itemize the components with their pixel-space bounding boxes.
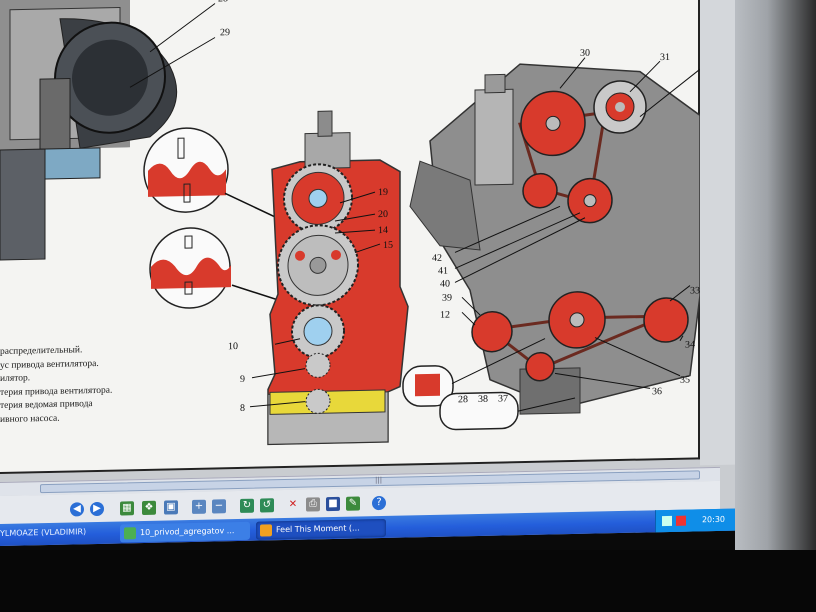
- callout-10: 10: [228, 341, 238, 352]
- callout-28-top: 28: [218, 0, 228, 4]
- gear-train-diagram: 19 20 14 15 10 9 8: [228, 110, 409, 446]
- rotate-counterclockwise-icon[interactable]: ↺: [260, 498, 274, 513]
- image-icon: [124, 527, 136, 540]
- callout-35: 35: [680, 375, 690, 386]
- save-icon[interactable]: ■: [326, 496, 340, 512]
- callout-9: 9: [240, 374, 245, 385]
- taskbar-button-label: Feel This Moment (...: [276, 523, 360, 535]
- callout-40: 40: [440, 279, 450, 290]
- taskbar-button-image-viewer[interactable]: 10_privod_agregatov ...: [120, 521, 250, 543]
- monitor-bezel-right: [735, 0, 816, 612]
- document-page: 28 29: [0, 0, 700, 474]
- callout-14: 14: [378, 225, 388, 236]
- volume-icon[interactable]: [676, 515, 686, 526]
- parts-legend: распределительный. ус привода вентилятор…: [0, 344, 112, 428]
- partial-engine-drawing: 28 29: [0, 0, 230, 261]
- taskbar-button-label: 10_privod_agregatov ...: [140, 526, 235, 538]
- monitor-bezel-bottom: [0, 550, 816, 612]
- grip-icon: |||: [375, 475, 383, 485]
- system-tray: 20:30: [655, 508, 745, 535]
- callout-29: 29: [220, 27, 230, 38]
- callout-37: 37: [498, 393, 508, 404]
- callout-19: 19: [378, 187, 388, 198]
- network-icon[interactable]: [662, 515, 672, 527]
- media-player-icon: [260, 524, 272, 537]
- rotate-clockwise-icon[interactable]: ↻: [240, 498, 254, 513]
- callout-41: 41: [438, 266, 448, 277]
- callout-39: 39: [442, 293, 452, 304]
- monitor-screen: 28 29: [0, 0, 745, 547]
- tooth-detail-bottom: [149, 227, 231, 309]
- zoom-in-icon[interactable]: +: [192, 499, 206, 514]
- callout-15: 15: [383, 240, 393, 251]
- previous-page-icon[interactable]: ◀: [70, 502, 84, 517]
- callout-34: 34: [685, 339, 695, 350]
- best-fit-icon[interactable]: ▦: [120, 501, 134, 516]
- help-icon[interactable]: ?: [372, 495, 386, 511]
- callout-12: 12: [440, 310, 450, 321]
- clock: 20:30: [701, 514, 725, 525]
- callout-20: 20: [378, 209, 388, 220]
- callout-8: 8: [240, 403, 245, 414]
- user-label: YLMOAZE (VLADIMIR): [0, 527, 87, 538]
- belt-drive-diagram: 30 31 32 42 41 40 39 12 33 34 35 36 28 3…: [402, 48, 700, 431]
- print-icon[interactable]: ⎙: [306, 497, 320, 512]
- callout-30: 30: [580, 48, 590, 59]
- callout-28: 28: [458, 394, 468, 405]
- callout-33: 33: [690, 285, 700, 296]
- callout-31: 31: [660, 52, 670, 63]
- slideshow-icon[interactable]: ▣: [164, 500, 178, 515]
- callout-38: 38: [478, 394, 488, 405]
- actual-size-icon[interactable]: ❖: [142, 500, 156, 516]
- delete-icon[interactable]: ✕: [288, 498, 298, 510]
- taskbar-button-media-player[interactable]: Feel This Moment (...: [256, 518, 386, 540]
- legend-line: ус привода вентилятора.: [0, 358, 99, 371]
- callout-42: 42: [432, 253, 442, 264]
- zoom-out-icon[interactable]: −: [212, 499, 226, 514]
- next-page-icon[interactable]: ▶: [90, 501, 104, 517]
- legend-line: ивного насоса.: [0, 413, 60, 425]
- open-in-editor-icon[interactable]: ✎: [346, 496, 360, 511]
- callout-36: 36: [652, 386, 662, 397]
- tooth-detail-top: [143, 127, 229, 213]
- legend-line: терия привода вентилятора.: [0, 385, 113, 398]
